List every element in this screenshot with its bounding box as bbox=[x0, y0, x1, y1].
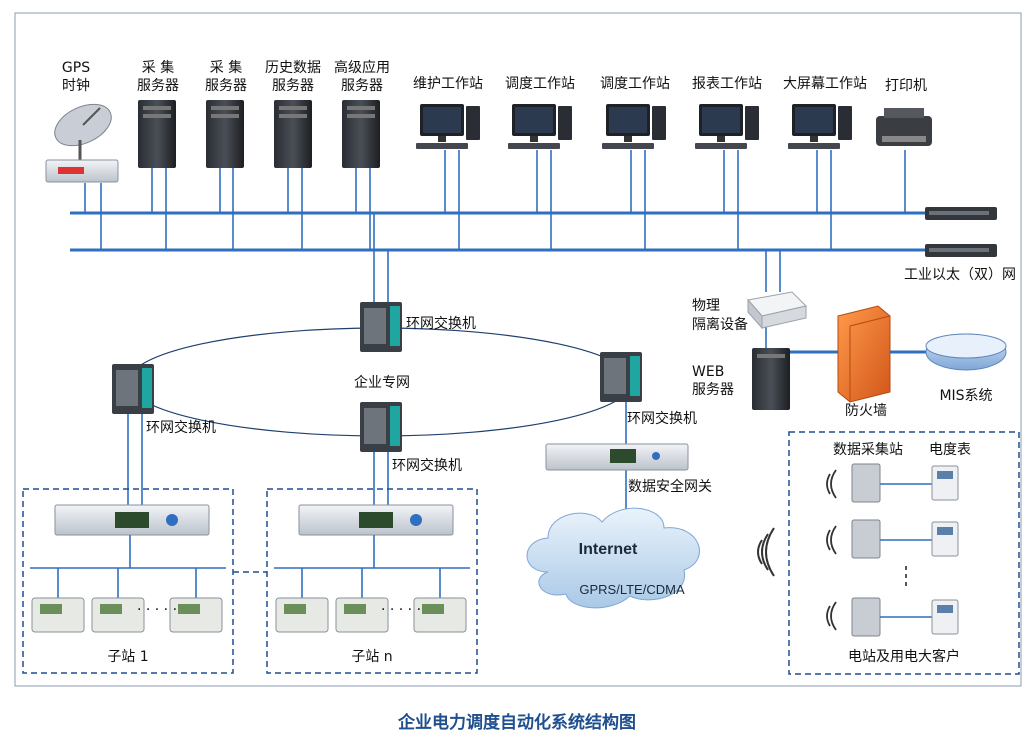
substation-1-controller bbox=[54, 504, 210, 536]
label-collect2-1: 采 集 bbox=[210, 59, 242, 76]
isolation-device bbox=[747, 291, 807, 330]
substation-n-wiring bbox=[274, 535, 470, 598]
label-substation-n: 子站 n bbox=[351, 649, 392, 665]
gps-clock-unit bbox=[45, 159, 119, 183]
label-collect1-1: 采 集 bbox=[142, 59, 174, 76]
substation-n-relay-1 bbox=[275, 597, 329, 633]
label-customer-group: 电站及用电大客户 bbox=[848, 648, 960, 665]
collector-row-1 bbox=[826, 463, 959, 503]
ring-drop-lines bbox=[127, 402, 627, 520]
label-printer: 打印机 bbox=[885, 77, 927, 94]
substation-1-relay-2 bbox=[91, 597, 145, 633]
label-web-1: WEB bbox=[692, 364, 724, 380]
substation-n-box bbox=[266, 488, 478, 674]
history-server bbox=[274, 100, 312, 168]
internet-cloud bbox=[526, 507, 700, 609]
wireless-signal-icon bbox=[757, 527, 775, 577]
label-dispatch-ws-1: 调度工作站 bbox=[505, 76, 575, 92]
security-gateway-device bbox=[545, 443, 689, 471]
label-ring-switch-top: 环网交换机 bbox=[406, 315, 476, 332]
diagram-caption: 企业电力调度自动化系统结构图 bbox=[398, 713, 636, 733]
workstation-dispatch-2 bbox=[602, 104, 666, 149]
collect-server-1 bbox=[138, 100, 176, 168]
bus-end-switch-upper bbox=[925, 207, 997, 220]
substation-n-controller bbox=[298, 504, 454, 536]
firewall-icon bbox=[837, 305, 891, 403]
label-collect2-2: 服务器 bbox=[205, 78, 247, 94]
web-server bbox=[752, 348, 790, 410]
customer-box bbox=[788, 431, 1020, 675]
label-gps-2: 时钟 bbox=[62, 77, 90, 94]
label-enterprise-net: 企业专网 bbox=[354, 374, 410, 391]
label-isolation-1: 物理 bbox=[692, 298, 720, 314]
substation-1-relay-1 bbox=[31, 597, 85, 633]
label-maintenance-ws: 维护工作站 bbox=[413, 76, 483, 92]
workstation-report bbox=[695, 104, 759, 149]
label-collector: 数据采集站 bbox=[833, 441, 903, 458]
label-mis: MIS系统 bbox=[939, 388, 992, 404]
label-history-2: 服务器 bbox=[272, 78, 314, 94]
printer-icon bbox=[876, 108, 932, 146]
advanced-server bbox=[342, 100, 380, 168]
substation-1-relay-3 bbox=[169, 597, 223, 633]
collector-row-2 bbox=[826, 519, 959, 559]
substation-n-dots: · · · · · bbox=[381, 602, 421, 618]
ring-switch-top bbox=[360, 302, 402, 352]
label-isolation-2: 隔离设备 bbox=[692, 316, 748, 333]
bus-end-switch-lower bbox=[925, 244, 997, 257]
label-firewall: 防火墙 bbox=[845, 403, 887, 419]
label-bigscreen-ws: 大屏幕工作站 bbox=[783, 76, 867, 92]
label-gps-1: GPS bbox=[62, 60, 90, 76]
substation-n-relay-2 bbox=[335, 597, 389, 633]
label-substation-1: 子站 1 bbox=[107, 649, 148, 665]
label-cloud-internet: Internet bbox=[579, 541, 638, 558]
ring-switch-left bbox=[112, 364, 154, 414]
mis-system-icon bbox=[925, 333, 1007, 371]
label-ring-switch-left: 环网交换机 bbox=[146, 419, 216, 436]
workstation-dispatch-1 bbox=[508, 104, 572, 149]
collector-row-3 bbox=[826, 597, 959, 637]
collect-server-2 bbox=[206, 100, 244, 168]
label-history-1: 历史数据 bbox=[265, 60, 321, 76]
device-drop-lines bbox=[84, 150, 906, 350]
workstation-maintenance bbox=[416, 104, 480, 149]
label-ring-switch-bottom: 环网交换机 bbox=[392, 457, 462, 474]
workstation-bigscreen bbox=[788, 104, 852, 149]
label-report-ws: 报表工作站 bbox=[692, 76, 762, 92]
ring-switch-bottom bbox=[360, 402, 402, 452]
substation-1-box bbox=[22, 488, 234, 674]
label-ring-switch-right: 环网交换机 bbox=[627, 410, 697, 427]
outer-frame bbox=[14, 12, 1022, 687]
label-collect1-2: 服务器 bbox=[137, 78, 179, 94]
substation-1-wiring bbox=[30, 535, 226, 598]
label-advanced-2: 服务器 bbox=[341, 78, 383, 94]
substation-1-dots: · · · · · bbox=[137, 602, 177, 618]
ring-switch-right bbox=[600, 352, 642, 402]
label-industrial-ethernet: 工业以太（双）网 bbox=[904, 267, 1016, 283]
label-web-2: 服务器 bbox=[692, 382, 734, 398]
label-dispatch-ws-2: 调度工作站 bbox=[600, 76, 670, 92]
label-advanced-1: 高级应用 bbox=[334, 59, 390, 76]
label-cloud-gprs: GPRS/LTE/CDMA bbox=[579, 582, 685, 597]
label-meter: 电度表 bbox=[929, 442, 971, 458]
label-security-gateway: 数据安全网关 bbox=[628, 478, 712, 495]
gps-dish-icon bbox=[54, 103, 112, 160]
dual-ethernet-bus bbox=[70, 211, 925, 252]
substation-n-relay-3 bbox=[413, 597, 467, 633]
